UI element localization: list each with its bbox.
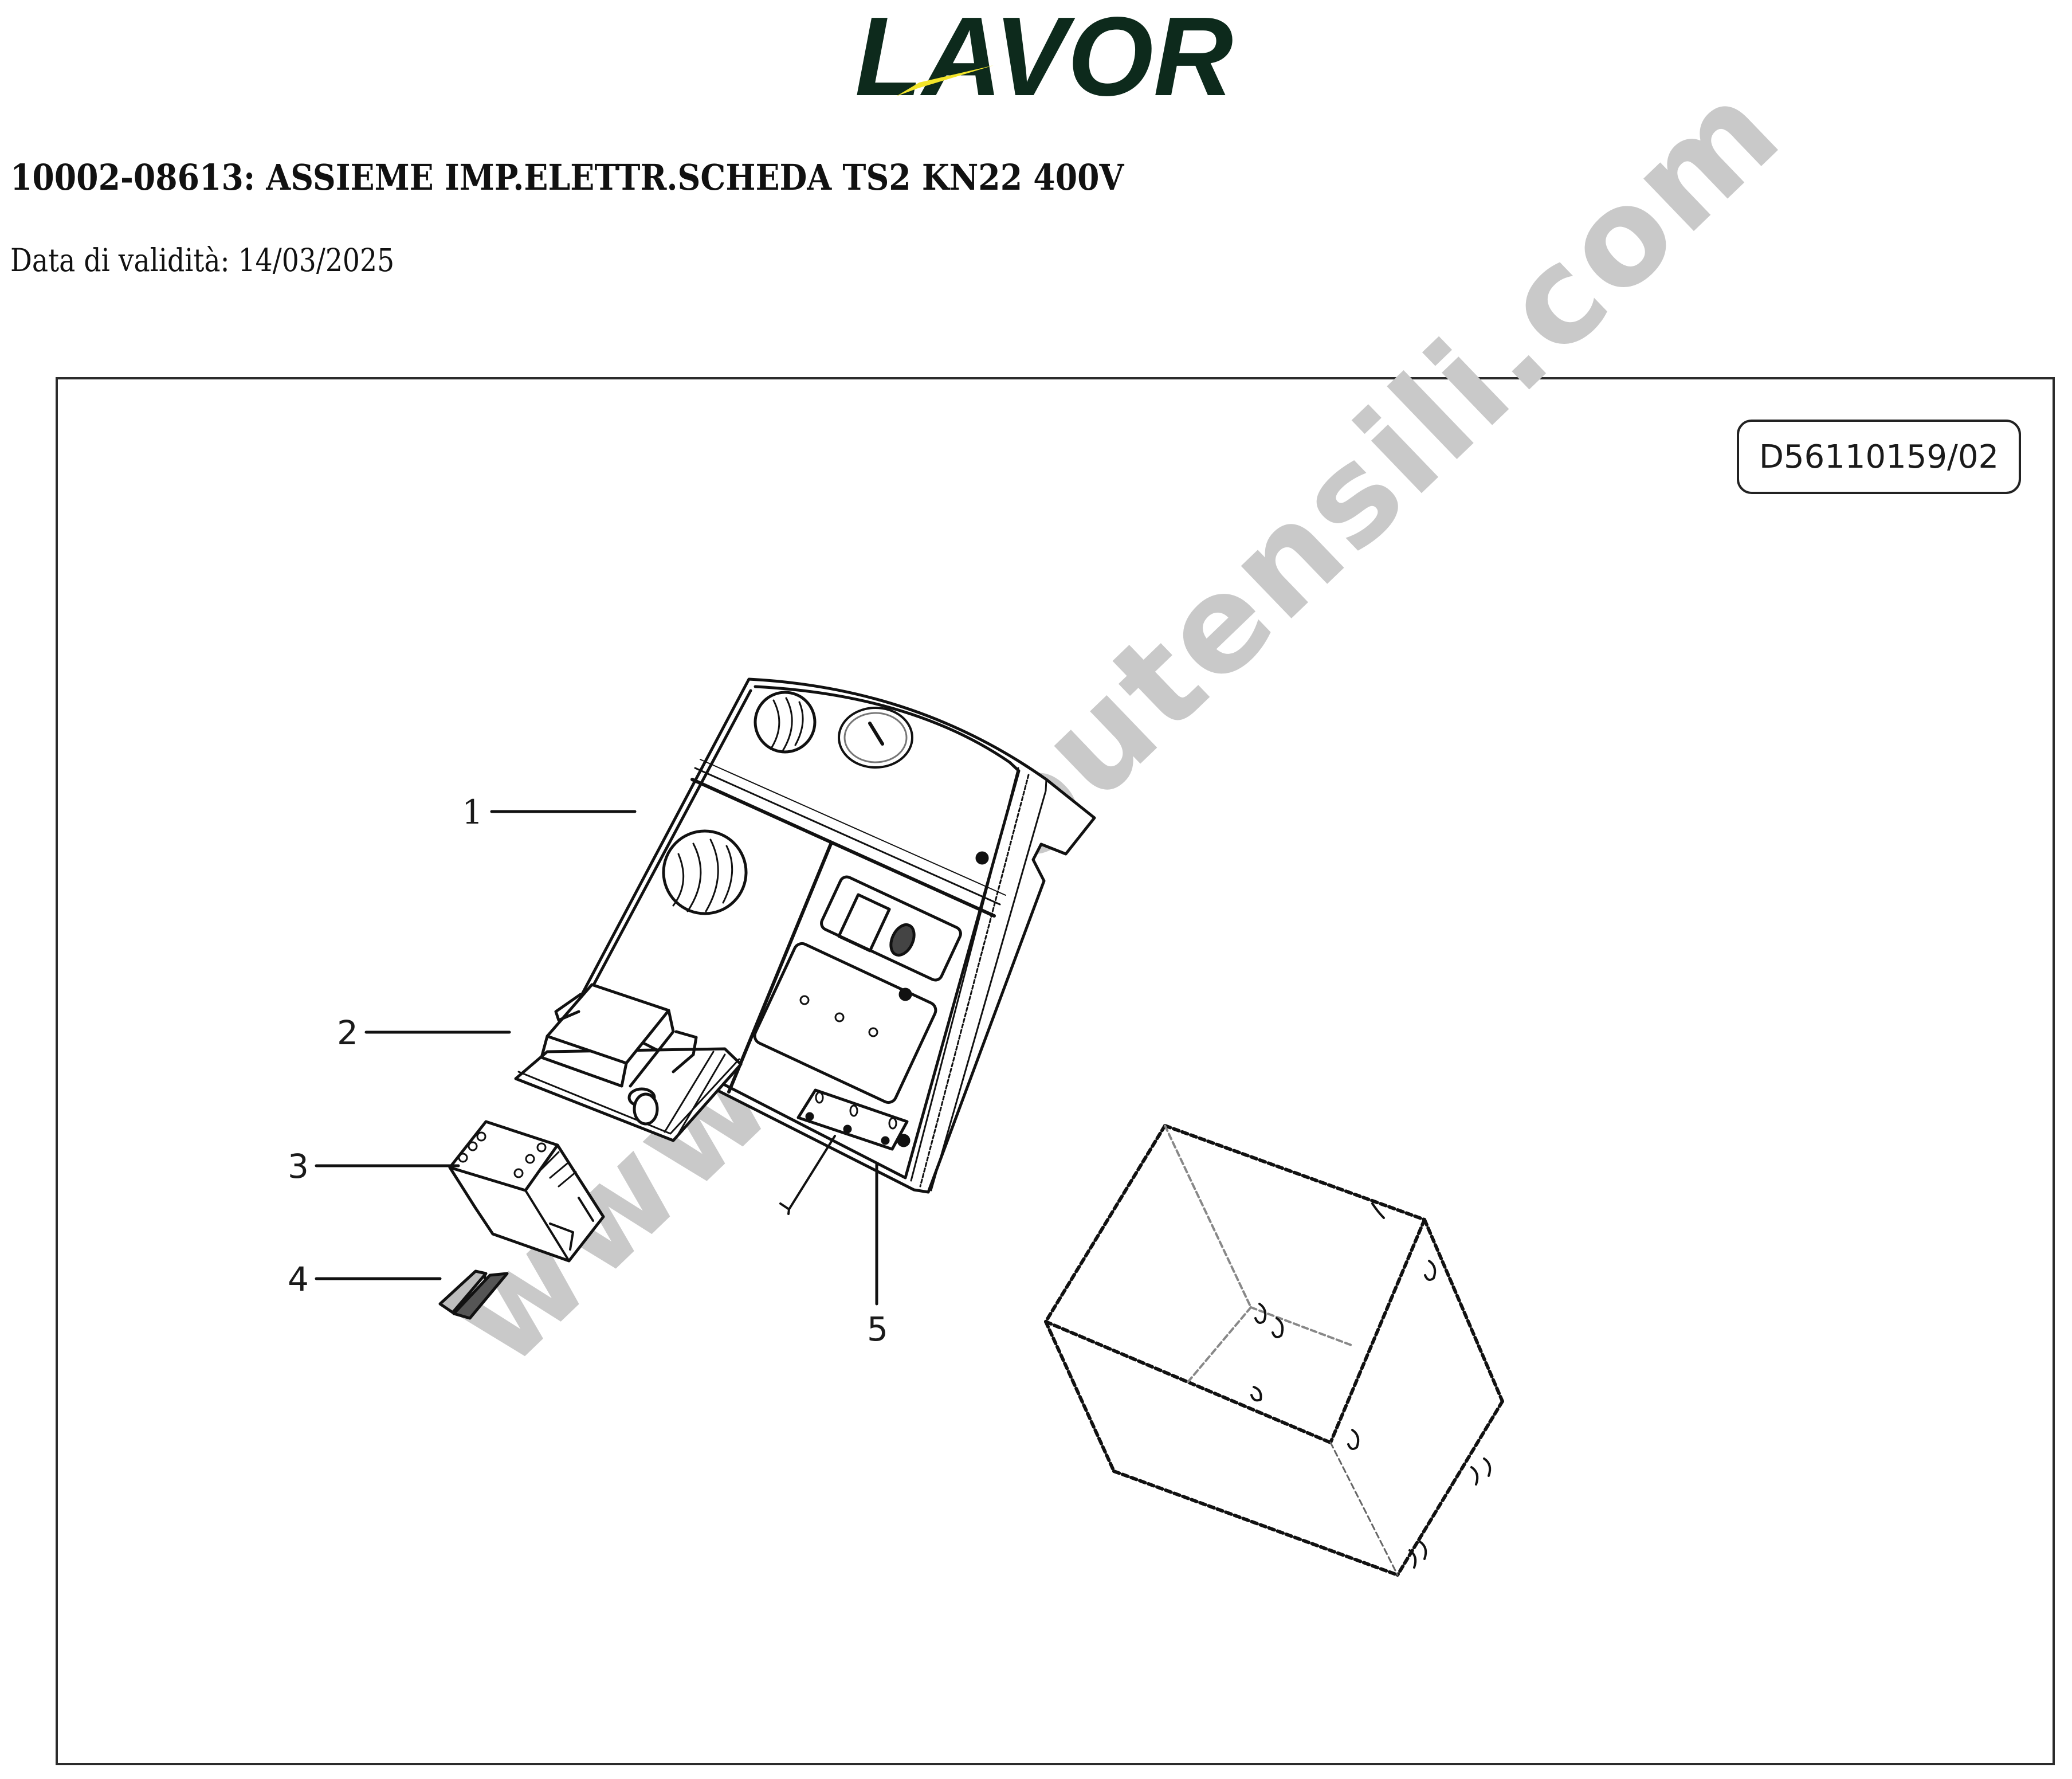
- drawing-id-badge: D56110159/02: [1737, 420, 2021, 494]
- enclosure-box-tabs: [1250, 1202, 1492, 1569]
- part-5-terminal-plate[interactable]: [779, 1088, 909, 1215]
- logo-wordmark: LAVOR: [855, 15, 1233, 101]
- part-2-electronic-board[interactable]: [514, 983, 743, 1142]
- drawing-frame: [56, 377, 2055, 1765]
- lavor-logo: LAVOR: [850, 0, 1238, 119]
- lavor-logo-graphic: LAVOR: [855, 0, 1233, 119]
- part-4-terminal-bracket[interactable]: [438, 1269, 509, 1320]
- pressure-gauge-icon: [838, 707, 913, 769]
- leader-lines: [315, 810, 878, 1306]
- knob-icon: [754, 691, 817, 754]
- callout-5: 5: [867, 1310, 888, 1349]
- page-title: 10002-08613: ASSIEME IMP.ELETTR.SCHEDA T…: [10, 156, 1124, 198]
- enclosure-box: [1044, 1124, 1504, 1577]
- callout-4: 4: [288, 1260, 309, 1299]
- part-3-contactor[interactable]: [448, 1120, 605, 1263]
- knob-icon: [662, 829, 748, 915]
- callout-1: 1: [462, 793, 483, 832]
- callout-3: 3: [288, 1147, 309, 1186]
- validity-date: Data di validità: 14/03/2025: [10, 242, 395, 279]
- callout-2: 2: [337, 1013, 358, 1052]
